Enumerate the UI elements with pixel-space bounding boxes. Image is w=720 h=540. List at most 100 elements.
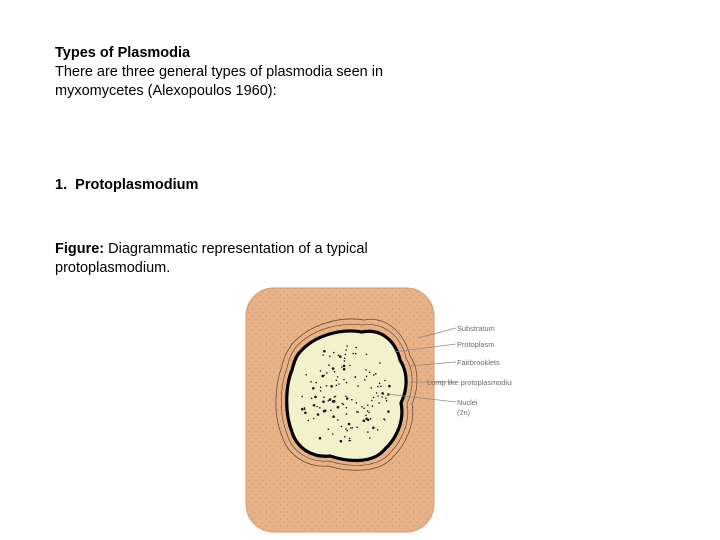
nucleus-dot bbox=[323, 410, 326, 413]
intro-line-2: myxomycetes (Alexopoulos 1960): bbox=[55, 82, 277, 101]
nucleus-dot bbox=[304, 407, 306, 409]
nucleus-dot bbox=[301, 408, 304, 411]
nucleus-dot bbox=[310, 381, 312, 383]
nucleus-dot bbox=[375, 373, 377, 375]
nucleus-dot bbox=[328, 429, 330, 431]
nucleus-dot bbox=[365, 418, 368, 421]
nucleus-dot bbox=[346, 382, 348, 384]
nucleus-dot bbox=[341, 426, 343, 428]
nucleus-dot bbox=[377, 395, 379, 397]
nucleus-dot bbox=[351, 399, 353, 401]
nucleus-dot bbox=[313, 418, 315, 420]
nucleus-dot bbox=[352, 427, 354, 429]
nucleus-dot bbox=[343, 379, 345, 381]
nucleus-dot bbox=[315, 382, 317, 384]
nucleus-dot bbox=[346, 430, 348, 432]
nucleus-dot bbox=[308, 420, 310, 422]
nucleus-dot bbox=[338, 383, 340, 385]
nucleus-dot bbox=[334, 371, 336, 373]
nucleus-dot bbox=[329, 355, 331, 357]
nucleus-dot bbox=[345, 396, 347, 398]
intro-line-1: There are three general types of plasmod… bbox=[55, 63, 383, 82]
nucleus-dot bbox=[323, 350, 326, 353]
nucleus-dot bbox=[332, 415, 335, 418]
nucleus-dot bbox=[372, 405, 374, 407]
nucleus-dot bbox=[356, 402, 358, 404]
nucleus-dot bbox=[357, 385, 359, 387]
figure-caption-line-2: protoplasmodium. bbox=[55, 259, 170, 278]
nucleus-dot bbox=[377, 386, 379, 388]
nucleus-dot bbox=[339, 355, 342, 358]
nucleus-dot bbox=[313, 404, 316, 407]
nucleus-dot bbox=[320, 390, 322, 392]
nucleus-dot bbox=[336, 380, 338, 382]
nucleus-dot bbox=[387, 410, 390, 413]
nucleus-dot bbox=[345, 349, 347, 351]
nucleus-dot bbox=[341, 366, 343, 368]
nucleus-dot bbox=[376, 392, 378, 394]
nucleus-dot bbox=[367, 404, 369, 406]
nucleus-dot bbox=[304, 412, 307, 415]
label-fibrils: Fairbrooklets bbox=[457, 358, 500, 367]
nucleus-dot bbox=[338, 355, 340, 357]
nucleus-dot bbox=[370, 418, 372, 420]
nucleus-dot bbox=[350, 440, 352, 442]
nucleus-dot bbox=[384, 419, 386, 421]
nucleus-dot bbox=[388, 385, 391, 388]
nucleus-dot bbox=[344, 360, 346, 362]
nucleus-dot bbox=[319, 437, 322, 440]
nucleus-dot bbox=[323, 375, 325, 377]
nucleus-dot bbox=[343, 365, 346, 368]
nucleus-dot bbox=[350, 427, 352, 429]
nucleus-dot bbox=[337, 406, 340, 409]
nucleus-dot bbox=[336, 385, 338, 387]
nucleus-dot bbox=[379, 383, 381, 385]
nucleus-dot bbox=[301, 396, 303, 398]
nucleus-dot bbox=[334, 396, 336, 398]
nucleus-dot bbox=[344, 436, 346, 438]
nucleus-dot bbox=[361, 406, 363, 408]
label-substratum: Substratum bbox=[457, 324, 495, 333]
nucleus-dot bbox=[355, 353, 357, 355]
nucleus-dot bbox=[322, 400, 325, 403]
nucleus-dot bbox=[346, 407, 348, 409]
nucleus-dot bbox=[332, 367, 335, 370]
protoplasmodium-figure: Substratum Protoplasm Fairbrooklets Lump… bbox=[244, 286, 512, 534]
nucleus-dot bbox=[356, 426, 358, 428]
nucleus-dot bbox=[349, 438, 351, 440]
nucleus-dot bbox=[352, 353, 354, 355]
nucleus-dot bbox=[365, 369, 367, 371]
nucleus-dot bbox=[370, 387, 372, 389]
nucleus-dot bbox=[365, 415, 367, 417]
nucleus-dot bbox=[373, 374, 375, 376]
nucleus-dot bbox=[323, 396, 325, 398]
nucleus-dot bbox=[316, 406, 318, 408]
nucleus-dot bbox=[380, 386, 382, 388]
protoplasmodium-diagram: Substratum Protoplasm Fairbrooklets Lump… bbox=[244, 286, 512, 534]
nucleus-dot bbox=[328, 364, 330, 366]
nucleus-dot bbox=[367, 410, 369, 412]
nucleus-dot bbox=[355, 347, 357, 349]
nucleus-dot bbox=[330, 385, 333, 388]
nucleus-dot bbox=[363, 408, 365, 410]
label-protoplasm: Protoplasm bbox=[457, 340, 494, 349]
nucleus-dot bbox=[372, 427, 375, 430]
nucleus-dot bbox=[342, 403, 344, 405]
nucleus-dot bbox=[333, 352, 335, 354]
nucleus-dot bbox=[368, 412, 370, 414]
nucleus-dot bbox=[305, 374, 307, 376]
nucleus-dot bbox=[326, 372, 328, 374]
nucleus-dot bbox=[356, 411, 358, 413]
nucleus-dot bbox=[345, 428, 347, 430]
nucleus-dot bbox=[329, 398, 332, 401]
nucleus-dot bbox=[344, 358, 346, 360]
nucleus-dot bbox=[343, 368, 346, 371]
nucleus-dot bbox=[311, 398, 313, 400]
list-item-number: 1. bbox=[55, 177, 67, 193]
nucleus-dot bbox=[384, 380, 386, 382]
figure-caption-text: Diagrammatic representation of a typical bbox=[108, 241, 368, 257]
nucleus-dot bbox=[346, 397, 349, 400]
nucleus-dot bbox=[319, 407, 321, 409]
nucleus-dot bbox=[373, 397, 375, 399]
nucleus-dot bbox=[349, 365, 351, 367]
